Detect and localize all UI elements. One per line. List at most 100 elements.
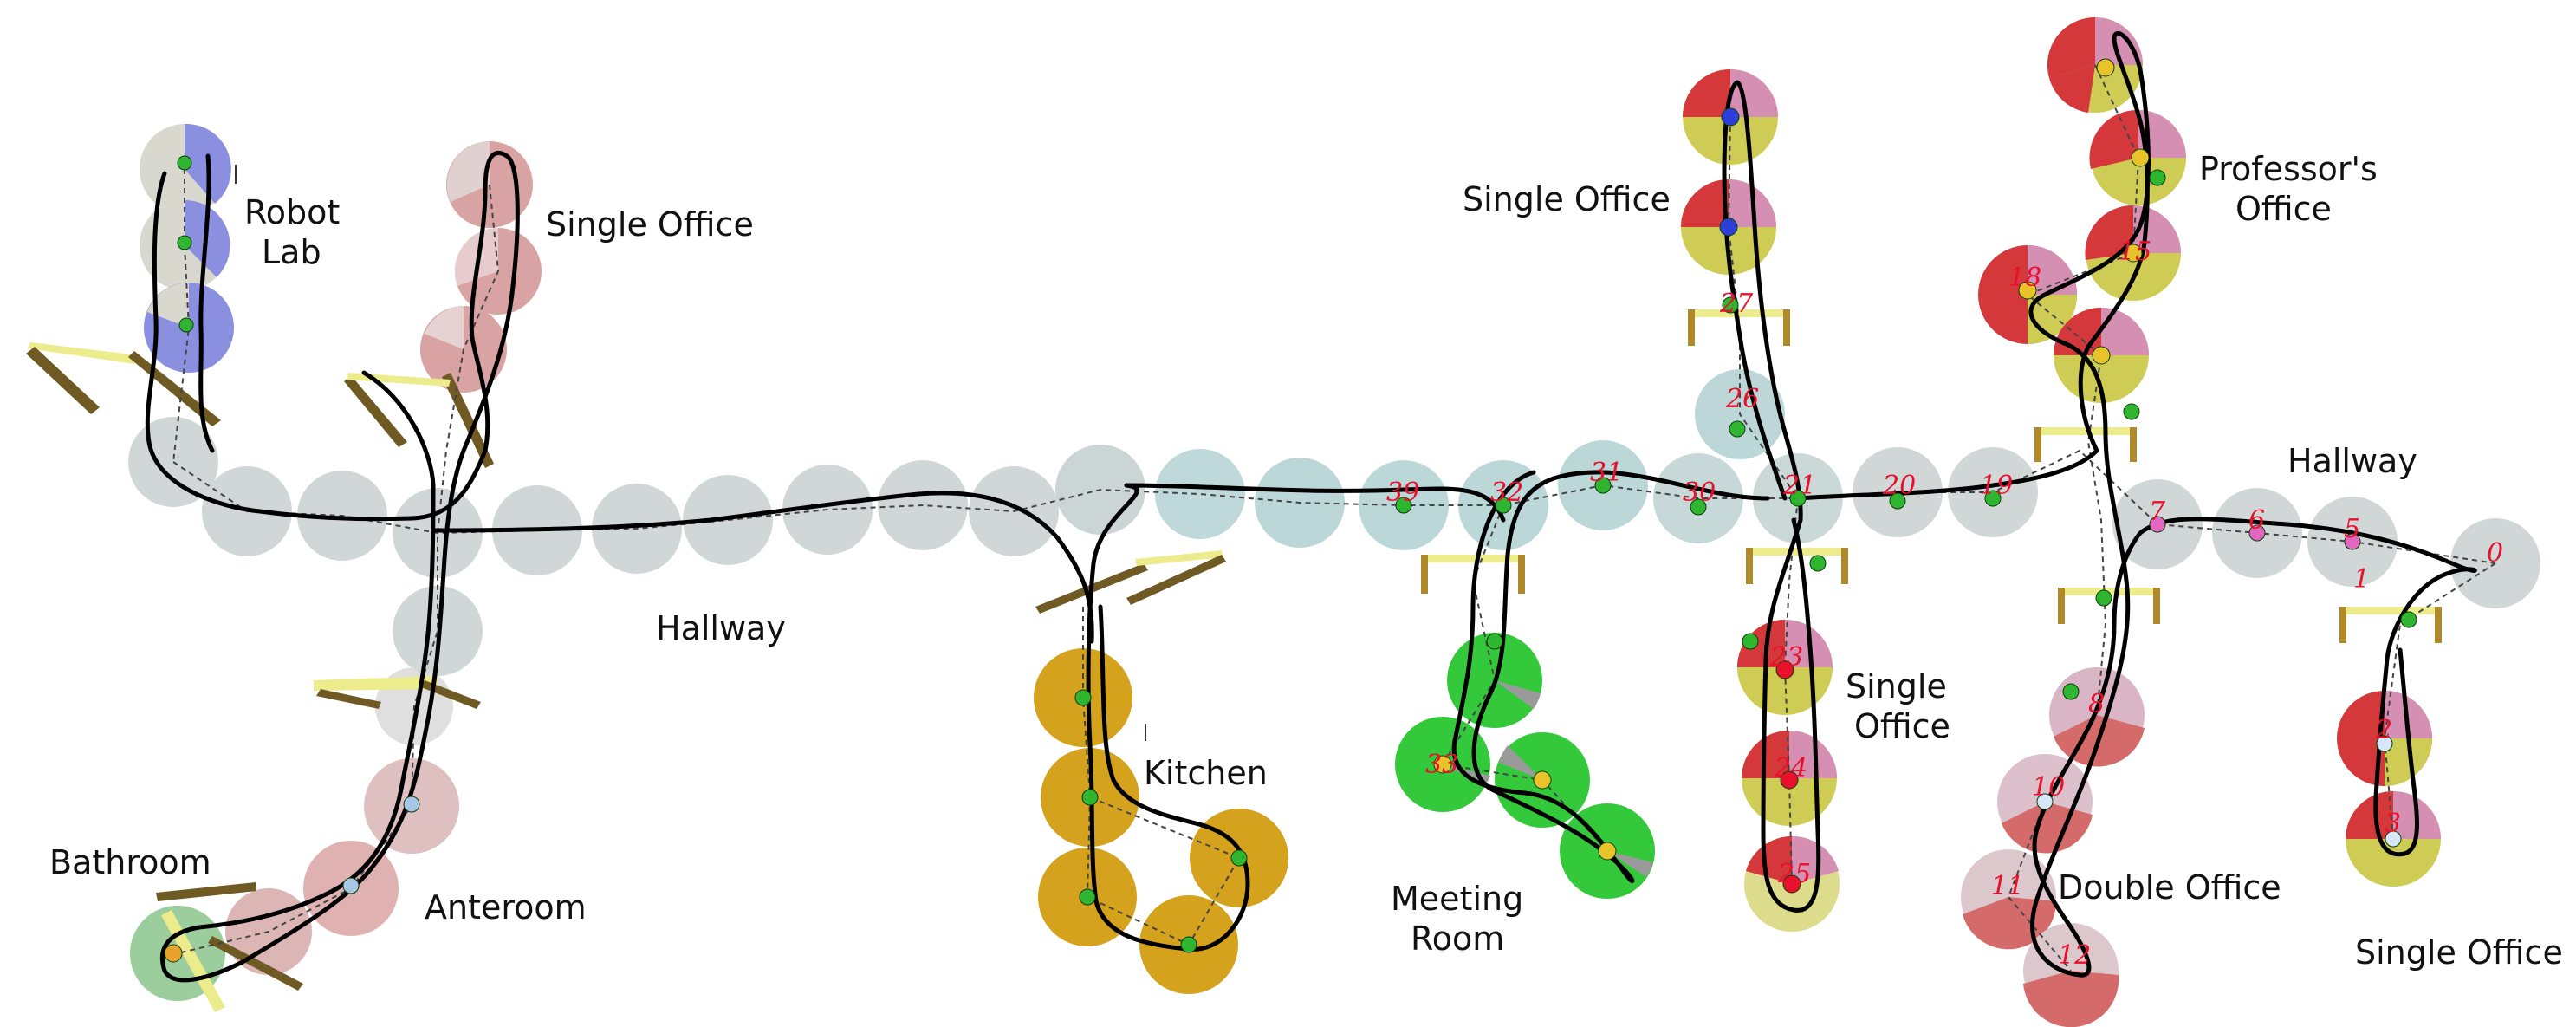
node-label: 31 <box>1590 458 1623 488</box>
graph-edge <box>1441 504 1608 852</box>
graph-edge <box>2383 562 2496 840</box>
node-marker <box>1533 770 1552 790</box>
node-label: 18 <box>2008 263 2041 293</box>
office-node-slice <box>1683 69 1730 117</box>
node-label: 23 <box>1769 642 1803 673</box>
node-label: 0 <box>2487 538 2503 569</box>
door-anteroom <box>314 676 481 709</box>
node-label: 15 <box>2119 237 2151 267</box>
node-marker <box>1742 633 1759 650</box>
node-label: 19 <box>1980 471 2013 501</box>
robot-lab-node-slice <box>147 283 189 328</box>
label-tick-marks <box>235 165 1146 741</box>
room-label-kitchen: Kitchen <box>1144 754 1268 792</box>
node-label: 39 <box>1386 478 1419 508</box>
office-node-slice <box>1746 835 1792 884</box>
room-label-meeting-room: Meeting Room <box>1391 880 1534 958</box>
trajectory-hallway-2 <box>1124 483 1506 523</box>
office-node-slice <box>2047 16 2095 78</box>
office-node-slice <box>1737 620 1785 667</box>
node-label: 27 <box>1719 289 1754 319</box>
room-label-professors-office: Professor's Office <box>2199 150 2388 228</box>
node-marker <box>1809 555 1827 572</box>
door-double-office <box>2058 588 2160 624</box>
node-marker <box>342 877 360 894</box>
room-label-single-office-mid-line1: Single <box>1846 667 1947 705</box>
hallway-nodes <box>128 369 2540 676</box>
node-marker <box>1690 498 1707 516</box>
trajectory-office-top-mid <box>1722 80 1803 523</box>
trajectory-professors-office <box>2028 31 2477 978</box>
trajectory-office-mid <box>1761 517 1821 913</box>
office-node-slice <box>1792 835 1839 884</box>
node-label: 33 <box>1425 750 1458 780</box>
node-labels: 0 1 2 3 5 6 7 8 10 11 12 15 18 19 20 21 … <box>1386 237 2503 971</box>
office-node-slice <box>2346 791 2393 839</box>
node-label: 11 <box>1991 871 2024 901</box>
hallway-node <box>683 475 773 565</box>
door-professors-office <box>2034 427 2137 462</box>
node-marker <box>164 944 183 963</box>
node-marker <box>1789 490 1807 507</box>
node-label: 26 <box>1725 384 1759 414</box>
node-marker <box>2095 589 2112 607</box>
room-label-hallway-left: Hallway <box>656 609 786 647</box>
door-single-office-top-mid <box>1688 309 1790 346</box>
hallway-node <box>1155 449 1245 539</box>
node-marker <box>1889 492 1906 510</box>
node-marker <box>2248 524 2266 542</box>
office-node-slice <box>2138 110 2186 158</box>
node-marker <box>1074 689 1092 706</box>
node-markers <box>164 58 2417 963</box>
office-node-slice <box>2023 971 2119 1027</box>
node-label: 10 <box>2032 772 2065 803</box>
node-marker <box>1780 770 1799 790</box>
node-marker <box>2385 830 2402 848</box>
office-node-slice <box>2095 17 2143 65</box>
node-label: 8 <box>2088 689 2105 719</box>
node-marker <box>1486 633 1503 650</box>
node-marker <box>1729 420 1746 438</box>
trajectory-kitchen <box>1086 483 1250 952</box>
node-marker <box>1433 755 1452 774</box>
room-label-single-office-mid: Single Office <box>1846 667 1957 745</box>
graph-edge <box>172 449 2496 564</box>
node-marker <box>1719 218 1738 237</box>
room-label-double-office: Double Office <box>2058 868 2281 907</box>
node-marker <box>1395 497 1412 514</box>
node-marker <box>2400 611 2417 628</box>
node-marker <box>403 796 420 813</box>
meeting-node-slice <box>1499 745 1542 780</box>
node-marker <box>2149 169 2166 186</box>
room-label-hallway-right: Hallway <box>2287 442 2417 480</box>
room-label-bathroom: Bathroom <box>49 843 211 881</box>
graph-edge <box>1727 116 1800 885</box>
door-meeting-room <box>1421 555 1525 594</box>
node-marker <box>2123 403 2140 420</box>
door-single-office-mid <box>1746 548 1848 584</box>
node-marker <box>2036 793 2054 810</box>
graph-edge <box>172 169 191 463</box>
node-marker <box>2096 58 2115 77</box>
office-node-slice <box>2028 245 2077 295</box>
office-node-slice <box>2028 295 2077 344</box>
office-node-slice <box>1681 179 1729 227</box>
node-label: 21 <box>1782 471 1816 501</box>
node-marker <box>1722 296 1739 314</box>
node-marker <box>2376 735 2393 752</box>
node-marker <box>2131 148 2150 167</box>
node-marker <box>1721 107 1740 127</box>
room-label-anteroom: Anteroom <box>425 888 587 926</box>
node-marker <box>2149 516 2166 533</box>
node-label: 6 <box>2248 505 2265 536</box>
node-marker <box>1775 660 1794 679</box>
node-label: 12 <box>2058 940 2091 971</box>
room-label-meeting-room-line2: Room <box>1411 920 1504 958</box>
node-marker <box>177 155 192 171</box>
office-node-slice <box>2101 308 2149 355</box>
room-label-single-office-mid-line2: Office <box>1854 707 1950 745</box>
node-marker <box>2344 533 2361 550</box>
room-label-professors-office-line1: Professor's <box>2199 150 2378 188</box>
node-label: 7 <box>2149 497 2166 527</box>
